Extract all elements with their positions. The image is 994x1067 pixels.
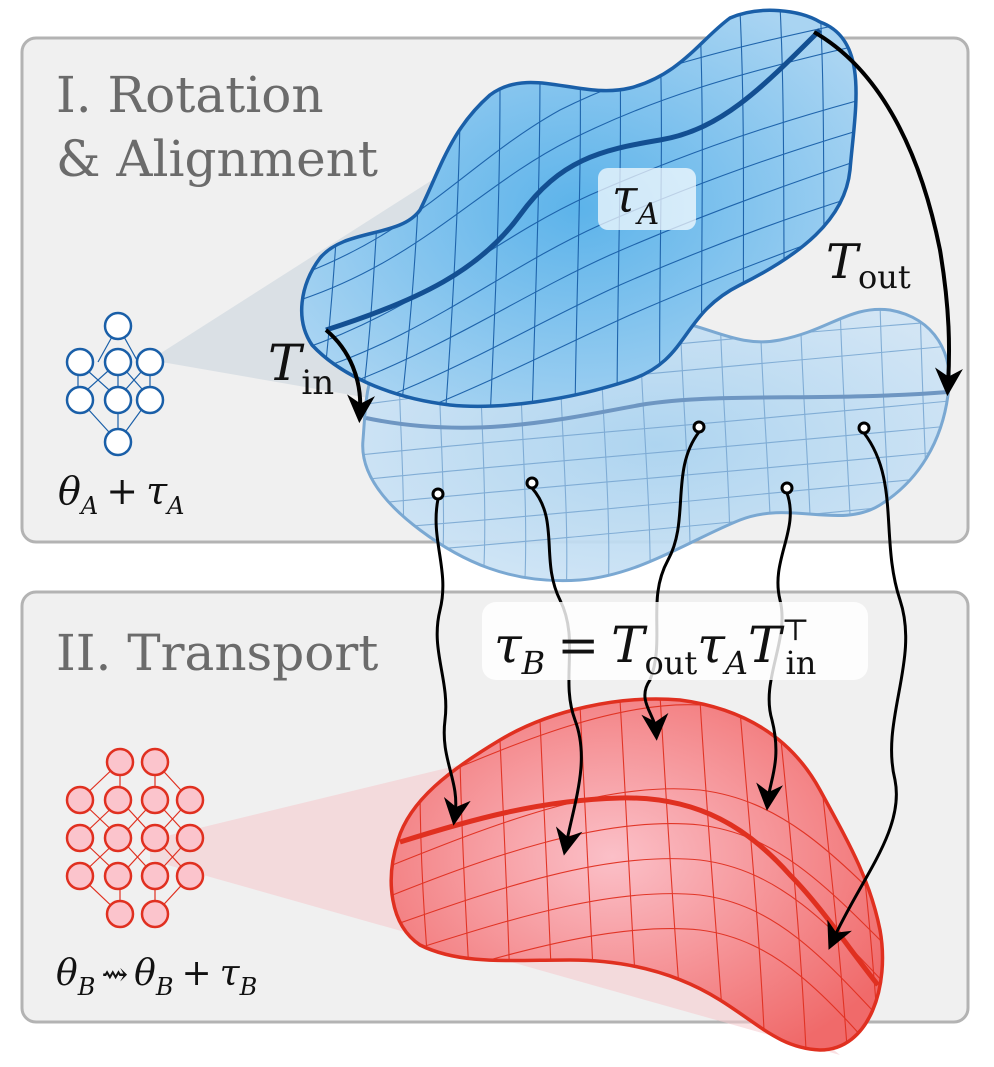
tau-a-label: τA — [612, 169, 659, 232]
neural-network-icon — [65, 311, 165, 457]
tau-a-label-box — [598, 168, 696, 230]
t-out-arrow — [813, 30, 963, 397]
transport-arrows — [431, 420, 908, 950]
t-out-label: Tout — [826, 234, 911, 296]
transport-formula: τB=ToutτAT⊤in — [494, 613, 816, 682]
panel-title-top-line2: & Alignment — [56, 130, 378, 188]
formula-box — [482, 602, 868, 680]
neural-network-icon — [65, 747, 205, 929]
t-in-arrow — [324, 328, 376, 424]
theta-b-update-label: θB⇝θB+τB — [56, 953, 257, 1001]
panel-title-top-line1: I. Rotation — [56, 66, 324, 124]
theta-a-plus-tau-a-label: θA+τA — [58, 469, 184, 520]
t-in-label: Tin — [268, 334, 334, 403]
panel-title-bottom: II. Transport — [56, 624, 378, 682]
